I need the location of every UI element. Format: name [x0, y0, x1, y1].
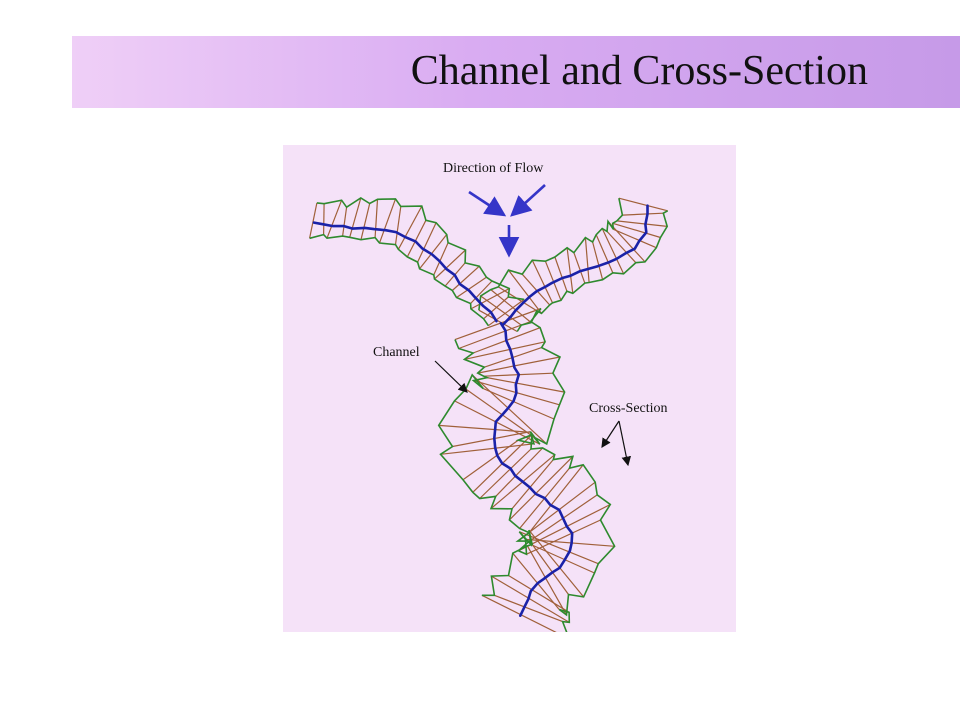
- cross-section-line: [451, 265, 480, 291]
- cross-section-line: [454, 307, 542, 341]
- cross-section-line: [326, 199, 343, 239]
- cross-section-line: [440, 443, 534, 455]
- cross-section-line: [526, 545, 568, 616]
- flow-arrows: [468, 184, 546, 258]
- cross-section-line: [566, 247, 574, 294]
- cross-section-line: [433, 242, 449, 276]
- cross-section-line: [434, 249, 466, 280]
- cross-section-line: [488, 298, 525, 327]
- cross-section-line: [483, 388, 555, 420]
- cross-section-arrow-1: [601, 420, 620, 449]
- cross-section-line: [406, 220, 427, 258]
- bank-line-left-branch-left: [309, 233, 490, 327]
- slide-title: Channel and Cross-Section: [410, 48, 868, 94]
- diagram-canvas: [309, 184, 669, 632]
- channel-lines: [312, 204, 649, 617]
- cross-section-line: [531, 259, 554, 304]
- cross-section-line: [512, 552, 560, 610]
- cross-section-line: [518, 503, 611, 552]
- cross-section-line: [616, 220, 668, 227]
- cross-section-line: [394, 206, 402, 245]
- cross-section-label: Cross-Section: [589, 401, 668, 416]
- cross-section-line: [612, 222, 661, 239]
- cross-section-line: [470, 287, 510, 310]
- cross-section-line: [309, 202, 318, 239]
- cross-section-line: [417, 222, 437, 263]
- cross-section-line: [397, 205, 423, 250]
- title-banner: Channel and Cross-Section: [72, 36, 960, 108]
- cross-section-line: [519, 531, 599, 565]
- cross-section-line: [544, 260, 562, 301]
- cross-section-line: [613, 228, 657, 249]
- channel-label: Channel: [373, 345, 420, 360]
- cross-section-line: [531, 544, 569, 595]
- flow-arrow-right: [510, 184, 546, 217]
- channel-line-right-branch: [501, 204, 649, 326]
- cross-section-line: [360, 203, 371, 240]
- cross-section-line: [511, 459, 554, 510]
- cross-section-line: [584, 237, 590, 283]
- cross-section-line: [480, 295, 522, 326]
- cross-section-line: [349, 197, 362, 238]
- cross-section-line: [528, 464, 584, 534]
- cross-section-line: [618, 197, 668, 212]
- cross-section-line: [495, 447, 544, 497]
- cross-section-line: [465, 388, 535, 438]
- cross-section-line: [521, 273, 551, 306]
- bank-line-main-stem-right: [515, 308, 616, 632]
- cross-section-line: [528, 529, 585, 598]
- cross-section-line: [477, 356, 561, 374]
- cross-section-line: [456, 276, 487, 298]
- cross-section-line: [508, 269, 542, 314]
- cross-section-line: [607, 220, 646, 263]
- bank-line-main-stem-left: [437, 339, 534, 597]
- cross-section-line: [342, 207, 348, 237]
- cross-section-arrow-2: [618, 420, 632, 467]
- cross-section-line: [490, 289, 532, 324]
- cross-section-line: [478, 309, 518, 333]
- cross-section-line: [323, 203, 325, 235]
- cross-section-line: [573, 252, 586, 284]
- cross-section-line: [462, 439, 519, 481]
- cross-section-line: [530, 543, 595, 574]
- cross-section-line: [554, 256, 568, 292]
- cross-section-line: [438, 424, 531, 433]
- cross-section-line: [471, 374, 548, 445]
- channel-diagram: Direction of Flow Channel Cross-Section: [283, 145, 736, 632]
- label-arrows: [434, 360, 632, 467]
- bank-lines: [309, 197, 669, 632]
- cross-section-line: [595, 234, 614, 274]
- cross-section-line: [470, 280, 493, 304]
- cross-section-line: [458, 320, 531, 350]
- cross-section-line: [491, 575, 570, 623]
- flow-arrow-left: [468, 190, 507, 217]
- direction-of-flow-label: Direction of Flow: [443, 161, 544, 176]
- cross-section-line: [517, 481, 596, 542]
- channel-label-arrow: [434, 360, 468, 393]
- cross-section-line: [464, 341, 546, 360]
- cross-section-line: [622, 212, 664, 216]
- cross-section-line: [419, 234, 448, 270]
- cross-section-line: [481, 594, 557, 632]
- cross-section-line: [378, 198, 397, 244]
- channel-line-left-branch: [312, 221, 498, 323]
- cross-section-line: [494, 594, 563, 623]
- cross-section-line: [508, 574, 570, 613]
- channel-line-main-stem: [493, 322, 574, 617]
- bank-line-right-branch-left: [478, 198, 624, 311]
- cross-section-line: [486, 377, 565, 393]
- cross-section-line: [508, 455, 574, 521]
- cross-section-line: [606, 230, 637, 264]
- cross-section-line: [601, 228, 625, 275]
- cross-section-line: [592, 241, 604, 280]
- cross-section-lines: [309, 197, 668, 632]
- cross-section-line: [452, 431, 531, 448]
- cross-section-line: [479, 448, 532, 499]
- bank-line-left-branch-right: [316, 197, 525, 301]
- cross-section-line: [374, 199, 379, 238]
